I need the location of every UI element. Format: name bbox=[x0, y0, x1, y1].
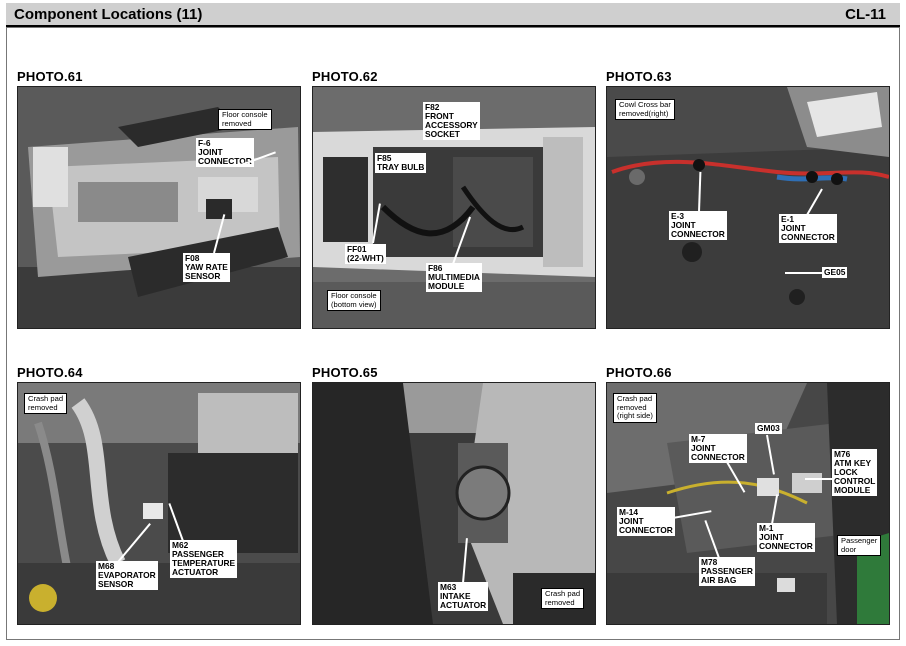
photo-64-label: PHOTO.64 bbox=[17, 365, 83, 380]
page-title: Component Locations (11) bbox=[14, 6, 203, 23]
callout-e3-joint-connector: E-3 JOINT CONNECTOR bbox=[669, 211, 727, 240]
photo-61-note: Floor console removed bbox=[218, 109, 272, 130]
photo-66: Crash pad removed (right side) M-7 JOINT… bbox=[606, 382, 890, 625]
page-header: Component Locations (11) CL-11 bbox=[6, 3, 900, 27]
photo-63: Cowl Cross bar removed(right) E-3 JOINT … bbox=[606, 86, 890, 329]
callout-ge05: GE05 bbox=[822, 267, 848, 278]
photo-65: M63 INTAKE ACTUATOR Crash pad removed bbox=[312, 382, 596, 625]
page-code: CL-11 bbox=[845, 6, 886, 23]
callout-m76-atm-key-lock-control-module: M76 ATM KEY LOCK CONTROL MODULE bbox=[832, 449, 878, 496]
callout-e1-joint-connector: E-1 JOINT CONNECTOR bbox=[779, 214, 837, 243]
photo-64-image bbox=[18, 383, 300, 624]
callout-f82-front-accessory-socket: F82 FRONT ACCESSORY SOCKET bbox=[423, 102, 480, 140]
callout-m62-passenger-temperature-actuator: M62 PASSENGER TEMPERATURE ACTUATOR bbox=[170, 540, 238, 578]
callout-m78-passenger-air-bag: M78 PASSENGER AIR BAG bbox=[699, 557, 755, 586]
photo-64-note: Crash pad removed bbox=[24, 393, 68, 414]
callout-m14-joint-connector: M-14 JOINT CONNECTOR bbox=[617, 507, 675, 536]
photo-61-label: PHOTO.61 bbox=[17, 69, 83, 84]
leader-line bbox=[805, 478, 832, 480]
photo-65-note: Crash pad removed bbox=[541, 588, 585, 609]
callout-m7-joint-connector: M-7 JOINT CONNECTOR bbox=[689, 434, 747, 463]
callout-m68-evaporator-sensor: M68 EVAPORATOR SENSOR bbox=[96, 561, 158, 590]
leader-line bbox=[785, 272, 822, 274]
callout-f08-yaw-rate-sensor: F08 YAW RATE SENSOR bbox=[183, 253, 230, 282]
photo-64: Crash pad removed M62 PASSENGER TEMPERAT… bbox=[17, 382, 301, 625]
photo-62-note: Floor console (bottom view) bbox=[327, 290, 381, 311]
photo-65-label: PHOTO.65 bbox=[312, 365, 378, 380]
photo-61: Floor console removed F-6 JOINT CONNECTO… bbox=[17, 86, 301, 329]
callout-f85-tray-bulb: F85 TRAY BULB bbox=[375, 153, 427, 173]
photo-66-note-passenger-door: Passenger door bbox=[837, 535, 882, 556]
photo-63-image bbox=[607, 87, 889, 328]
photo-66-label: PHOTO.66 bbox=[606, 365, 672, 380]
photo-62-label: PHOTO.62 bbox=[312, 69, 378, 84]
callout-gm03: GM03 bbox=[755, 423, 782, 434]
callout-f86-multimedia-module: F86 MULTIMEDIA MODULE bbox=[426, 263, 482, 292]
photo-61-image bbox=[18, 87, 300, 328]
photo-63-note: Cowl Cross bar removed(right) bbox=[615, 99, 675, 120]
photo-66-note: Crash pad removed (right side) bbox=[613, 393, 657, 423]
photo-62: F82 FRONT ACCESSORY SOCKET F85 TRAY BULB… bbox=[312, 86, 596, 329]
callout-m63-intake-actuator: M63 INTAKE ACTUATOR bbox=[438, 582, 489, 611]
content-frame bbox=[6, 27, 900, 640]
callout-m1-joint-connector: M-1 JOINT CONNECTOR bbox=[757, 523, 815, 552]
photo-63-label: PHOTO.63 bbox=[606, 69, 672, 84]
callout-ff01: FF01 (22-WHT) bbox=[345, 244, 386, 264]
